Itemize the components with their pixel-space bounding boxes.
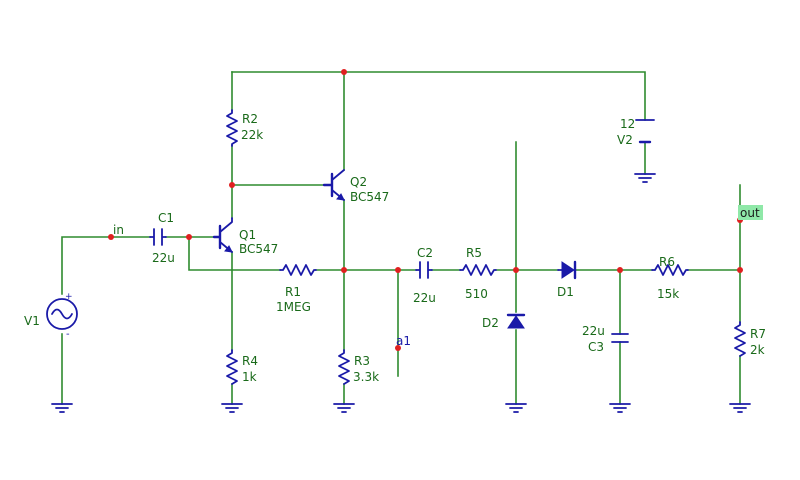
resistor-r4[interactable]: [226, 349, 238, 385]
junction-node: [395, 267, 401, 273]
net-label-out-highlight: [738, 205, 763, 220]
resistor-r3[interactable]: [338, 349, 350, 385]
label-r2-value: 22k: [241, 128, 263, 142]
junction-node: [229, 182, 235, 188]
junction-node: [108, 234, 114, 240]
junction-nodes: [108, 69, 743, 351]
wires: [61, 71, 741, 405]
label-c1-name: C1: [158, 211, 174, 225]
junction-node: [186, 234, 192, 240]
capacitor-c3[interactable]: [611, 333, 629, 343]
label-r1-name: R1: [285, 285, 301, 299]
label-r2-name: R2: [242, 112, 258, 126]
label-c3-name: C3: [588, 340, 604, 354]
resistor-r2[interactable]: [226, 109, 238, 147]
label-r3-name: R3: [354, 354, 370, 368]
ground-symbol: [333, 403, 355, 413]
label-r7-value: 2k: [750, 343, 765, 357]
label-d1-name: D1: [557, 285, 574, 299]
label-c2-value: 22u: [413, 291, 436, 305]
label-v2-name: V2: [617, 133, 633, 147]
diode-d2[interactable]: [506, 313, 526, 329]
label-c3-value: 22u: [582, 324, 605, 338]
labels: V1 + - 12 V2 R2 22k Q2 BC547 Q1 BC547 C1…: [24, 112, 766, 384]
label-c2-name: C2: [417, 246, 433, 260]
resistor-r1[interactable]: [279, 264, 317, 276]
capacitor-c2[interactable]: [415, 261, 433, 279]
label-q1-value: BC547: [239, 242, 278, 256]
label-r1-value: 1MEG: [276, 300, 311, 314]
label-v1-plus: +: [65, 292, 73, 302]
label-r5-value: 510: [465, 287, 488, 301]
ground-symbol: [221, 403, 243, 413]
label-v1-name: V1: [24, 314, 40, 328]
junction-node: [395, 345, 401, 351]
diode-d1[interactable]: [557, 260, 577, 280]
label-r4-name: R4: [242, 354, 258, 368]
label-q2-value: BC547: [350, 190, 389, 204]
junction-node: [341, 69, 347, 75]
transistor-q1[interactable]: [212, 217, 233, 253]
label-q1-name: Q1: [239, 228, 256, 242]
resistor-r5[interactable]: [459, 264, 497, 276]
wire-v1-top: [61, 236, 151, 295]
wire-feedback-r1: [188, 236, 281, 271]
label-r7-name: R7: [750, 327, 766, 341]
resistor-r6[interactable]: [651, 264, 689, 276]
net-label-in: in: [113, 223, 124, 237]
ac-source-v1[interactable]: [46, 298, 78, 330]
net-label-out: out: [740, 206, 760, 220]
label-q2-name: Q2: [350, 175, 367, 189]
label-c1-value: 22u: [152, 251, 175, 265]
junction-node: [617, 267, 623, 273]
label-r5-name: R5: [466, 246, 482, 260]
label-d2-name: D2: [482, 316, 499, 330]
junction-node: [341, 267, 347, 273]
transistor-q2[interactable]: [322, 169, 345, 201]
ground-symbol: [51, 403, 73, 413]
grounds: [51, 173, 751, 413]
label-r6-value: 15k: [657, 287, 679, 301]
label-r3-value: 3.3k: [353, 370, 379, 384]
label-v2-value: 12: [620, 117, 635, 131]
label-r6-name: R6: [659, 255, 675, 269]
wire-top-rail: [231, 71, 646, 121]
resistor-r7[interactable]: [734, 321, 746, 357]
label-v1-minus: -: [66, 329, 70, 340]
ground-symbol: [609, 403, 631, 413]
net-label-a1: a1: [396, 334, 411, 348]
ground-symbol: [505, 403, 527, 413]
label-r4-value: 1k: [242, 370, 257, 384]
junction-node: [737, 267, 743, 273]
junction-node: [513, 267, 519, 273]
ground-symbol: [634, 173, 656, 183]
battery-v2[interactable]: [635, 119, 655, 144]
ground-symbol: [729, 403, 751, 413]
capacitor-c1[interactable]: [149, 228, 167, 246]
